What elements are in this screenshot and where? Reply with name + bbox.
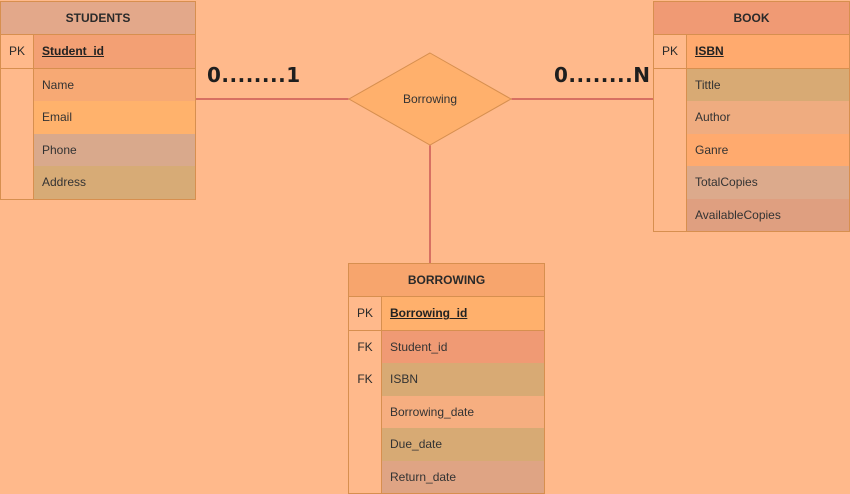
attribute-name: TotalCopies [687,166,849,199]
attribute-row[interactable]: Return_date [349,460,544,493]
attribute-row[interactable]: Borrowing_date [349,395,544,428]
relationship-label: Borrowing [403,92,457,106]
attribute-name: Tittle [687,68,849,101]
attribute-row[interactable]: Due_date [349,428,544,461]
attribute-name: AvailableCopies [687,198,849,231]
attribute-row[interactable]: Ganre [654,133,849,166]
cardinality-right: 0........N [554,63,651,87]
attribute-row[interactable]: Author [654,101,849,134]
key-marker: FK [349,363,382,396]
key-marker [1,101,34,134]
key-marker [349,460,382,493]
attribute-name: Email [34,101,195,134]
entity-title: BORROWING [349,264,544,297]
attribute-name: Student_id [382,330,544,363]
attribute-name: Name [34,68,195,101]
key-marker: PK [349,297,382,330]
attribute-row[interactable]: TotalCopies [654,166,849,199]
attribute-row[interactable]: Email [1,101,195,134]
attribute-name: Borrowing_date [382,395,544,428]
attribute-name: Phone [34,133,195,166]
attribute-name: Address [34,166,195,199]
key-marker [654,68,687,101]
attribute-row[interactable]: Address [1,166,195,199]
key-marker [654,166,687,199]
attribute-name: Due_date [382,428,544,461]
attribute-name: ISBN [382,363,544,396]
key-marker [1,133,34,166]
attribute-name: Return_date [382,460,544,493]
key-marker [1,68,34,101]
attribute-name: Author [687,101,849,134]
key-marker: FK [349,330,382,363]
attribute-name: Ganre [687,133,849,166]
key-marker [349,428,382,461]
key-marker [654,133,687,166]
attribute-row[interactable]: Phone [1,133,195,166]
attribute-row[interactable]: Tittle [654,68,849,101]
entity-title: STUDENTS [1,2,195,35]
key-marker [654,101,687,134]
attribute-name: Borrowing_id [382,297,544,330]
key-marker [349,395,382,428]
key-marker: PK [654,35,687,68]
attribute-name: Student_id [34,35,195,68]
key-marker: PK [1,35,34,68]
entity-title: BOOK [654,2,849,35]
attribute-row[interactable]: Name [1,68,195,101]
key-marker [1,166,34,199]
key-marker [654,198,687,231]
cardinality-left: 0........1 [207,63,301,87]
attribute-name: ISBN [687,35,849,68]
relationship-diamond[interactable] [347,52,513,146]
attribute-row[interactable]: AvailableCopies [654,198,849,231]
